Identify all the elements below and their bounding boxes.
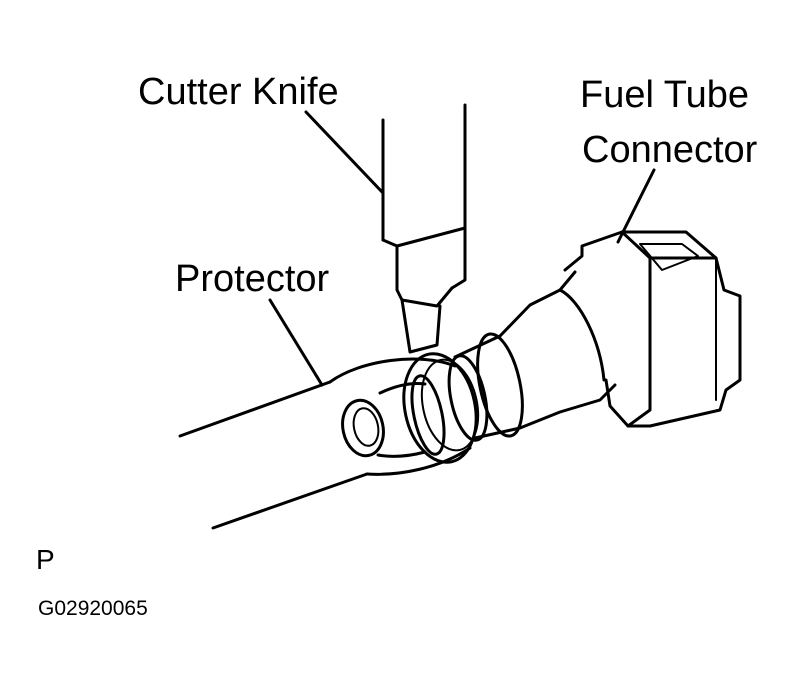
cutter-knife — [381, 103, 467, 354]
tube-opening — [341, 382, 427, 458]
fuel-tube-connector-label-line2: Connector — [582, 129, 758, 171]
connector-barb — [410, 270, 617, 456]
fuel-tube-connector-label-line1: Fuel Tube — [580, 74, 749, 116]
fuel-tube-connector-leader — [616, 168, 656, 244]
view-letter: P — [36, 544, 55, 575]
protector-label: Protector — [175, 258, 330, 300]
connector-body — [558, 230, 742, 428]
cutter-knife-leader — [304, 110, 385, 195]
cutter-knife-label: Cutter Knife — [138, 71, 339, 113]
leader-lines — [268, 110, 656, 387]
figure-code: G02920065 — [38, 597, 148, 620]
fuel-tube — [178, 380, 369, 530]
protector-leader — [268, 298, 324, 387]
protector-sleeve — [328, 352, 480, 476]
